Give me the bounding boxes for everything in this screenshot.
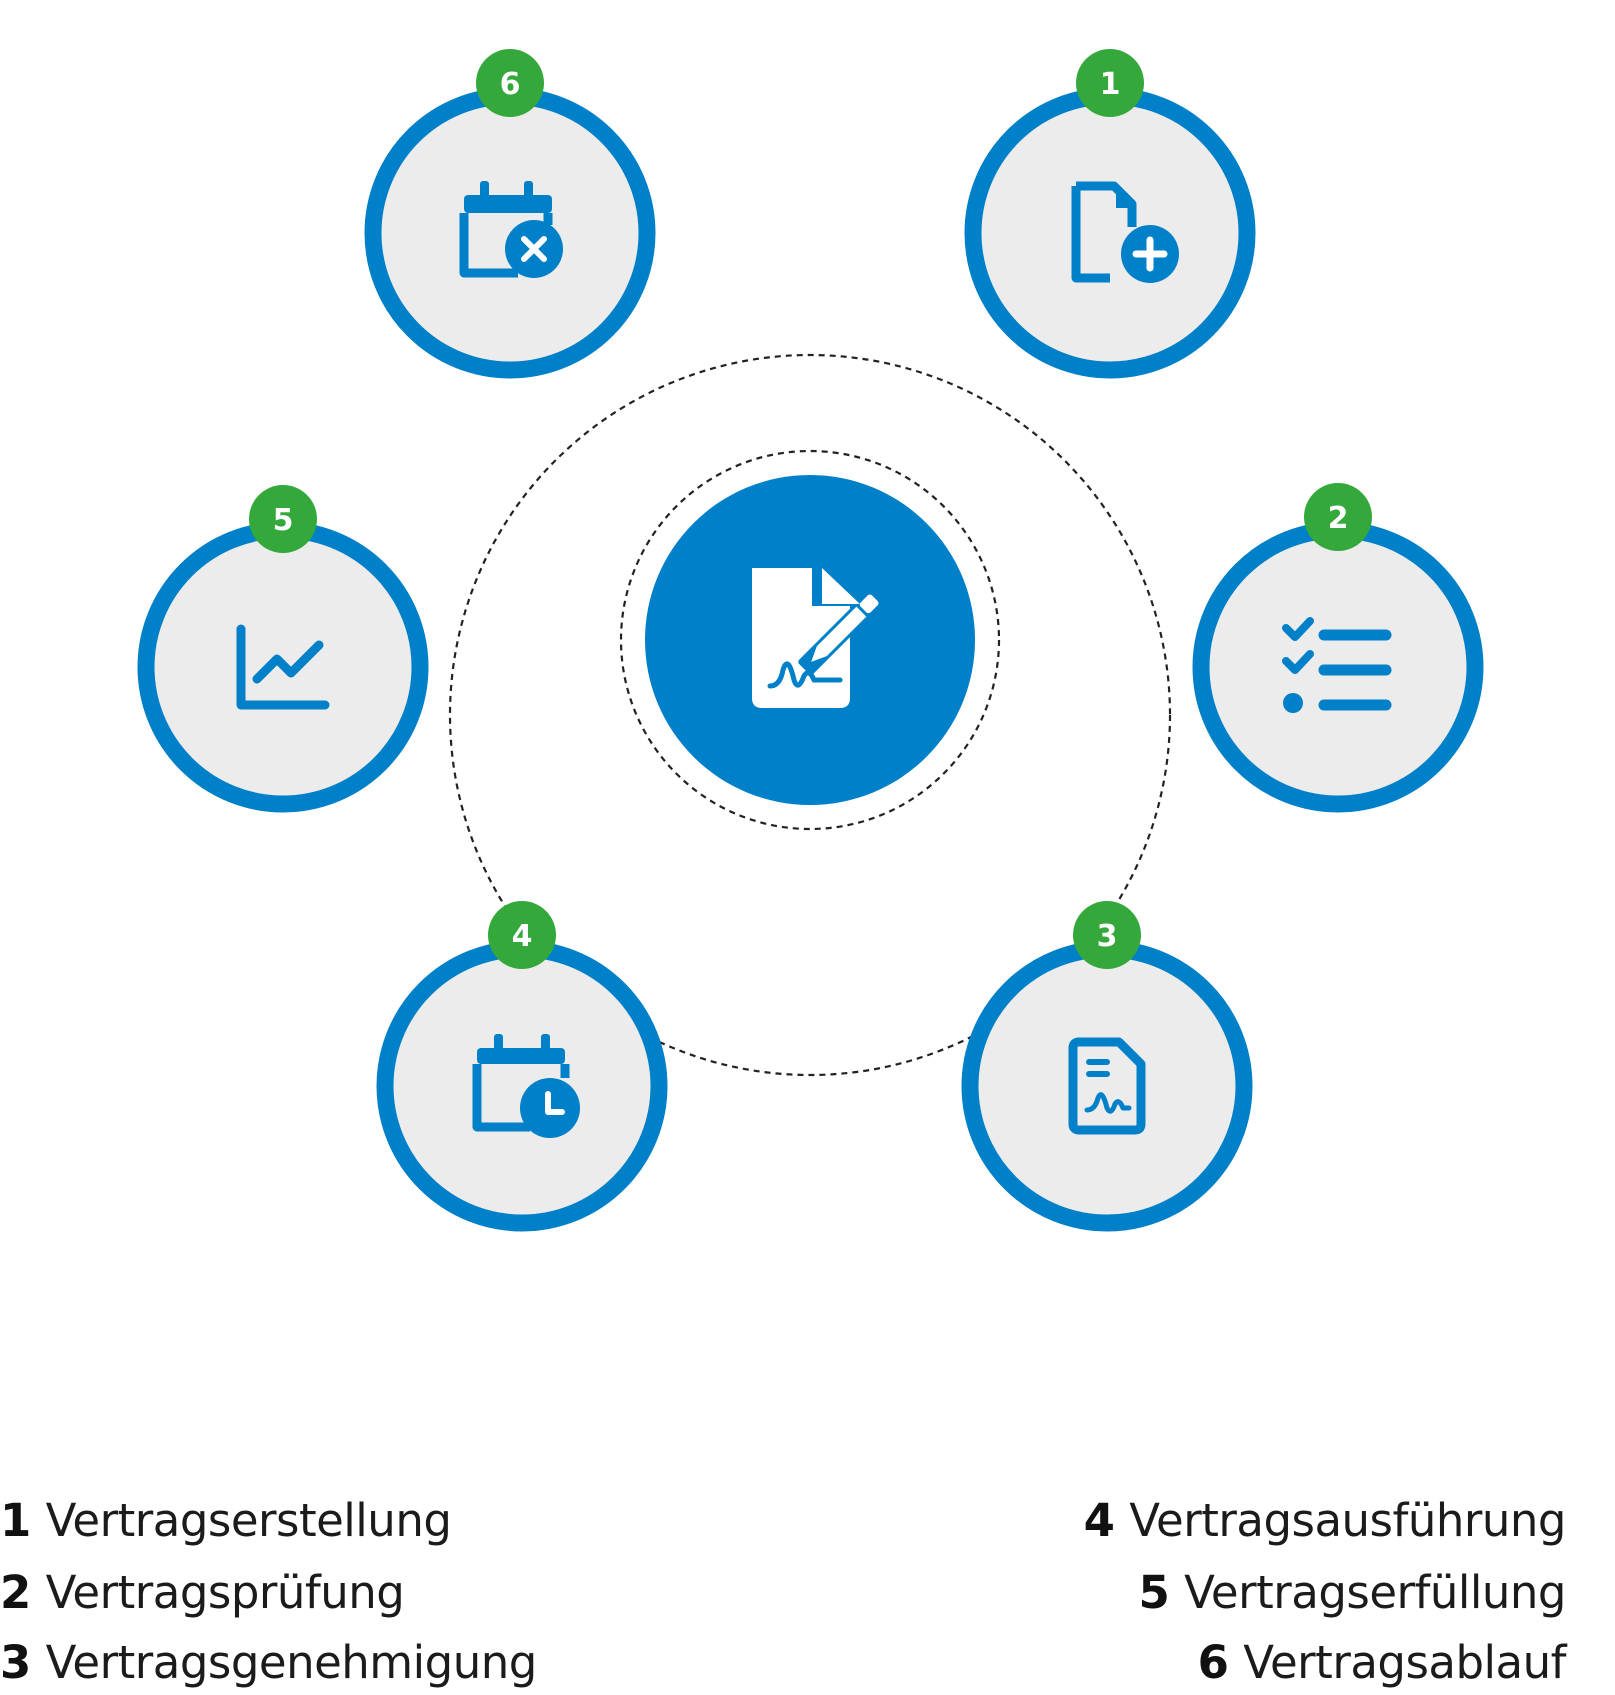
center-dashed-ring: [619, 449, 1001, 831]
cycle-path: [448, 353, 1172, 1077]
step-badge-6: [476, 49, 544, 117]
document-signature-icon: [752, 568, 879, 708]
step-badge-4: [488, 901, 556, 969]
legend-item-1: 1 Vertragserstellung: [0, 1493, 452, 1549]
legend-item-4: 4 Vertragsausführung: [1083, 1493, 1567, 1549]
legend-number: 2: [0, 1566, 32, 1619]
legend-number: 1: [0, 1494, 32, 1547]
step-node-4: 4: [376, 901, 668, 1232]
step-node-1: 1: [964, 49, 1256, 379]
contract-lifecycle-diagram: 1 2 3 4: [137, 49, 1484, 1232]
legend-label: Vertragsablauf: [1243, 1636, 1566, 1689]
step-badge-number: 5: [273, 503, 294, 538]
legend-number: 3: [0, 1636, 32, 1689]
legend-label: Vertragsprüfung: [45, 1566, 405, 1619]
step-badge-5: [249, 485, 317, 553]
step-node-5: 5: [137, 485, 429, 813]
checklist-icon: [1282, 617, 1392, 713]
step-node-2: 2: [1192, 483, 1484, 813]
line-chart-icon: [236, 624, 330, 710]
step-badge-1: [1076, 49, 1144, 117]
calendar-x-icon: [459, 181, 563, 278]
step-badge-3: [1073, 901, 1141, 969]
step-node-6: 6: [364, 49, 656, 379]
legend-item-2: 2 Vertragsprüfung: [0, 1565, 405, 1621]
legend-number: 4: [1083, 1494, 1115, 1547]
legend-item-3: 3 Vertragsgenehmigung: [0, 1635, 537, 1691]
legend-label: Vertragserfüllung: [1184, 1566, 1566, 1619]
legend-label: Vertragsgenehmigung: [45, 1636, 538, 1689]
calendar-clock-icon: [472, 1034, 580, 1138]
step-badge-number: 3: [1097, 919, 1118, 954]
step-badge-number: 6: [500, 67, 521, 102]
step-badge-number: 1: [1100, 67, 1121, 102]
step-badge-number: 2: [1328, 501, 1349, 536]
step-badge-number: 4: [512, 919, 533, 954]
file-plus-icon: [1071, 181, 1179, 283]
legend-label: Vertragsausführung: [1129, 1494, 1566, 1547]
step-badge-2: [1304, 483, 1372, 551]
legend-label: Vertragserstellung: [45, 1494, 452, 1547]
legend-number: 5: [1138, 1566, 1170, 1619]
legend-item-6: 6 Vertragsablauf: [1197, 1635, 1567, 1691]
step-node-3: 3: [961, 901, 1253, 1232]
signed-document-icon: [1068, 1037, 1146, 1135]
legend-number: 6: [1197, 1636, 1229, 1689]
legend-item-5: 5 Vertragserfüllung: [1139, 1565, 1567, 1621]
